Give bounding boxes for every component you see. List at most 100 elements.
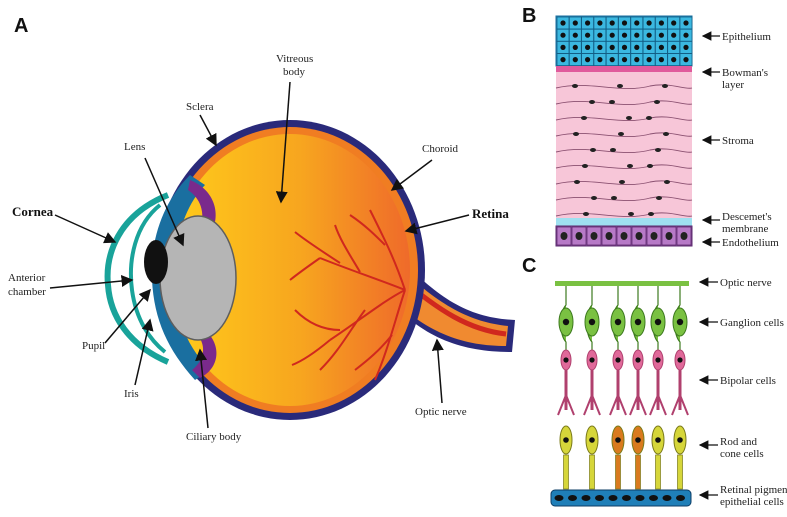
label-epithelium: Epithelium — [722, 31, 771, 43]
bipolar-dendrite — [629, 394, 647, 416]
keratocyte-nucleus — [572, 84, 578, 88]
keratocyte-nucleus — [581, 116, 587, 120]
cell-nucleus — [563, 437, 569, 443]
rpe-nucleus — [662, 495, 672, 501]
cell-nucleus — [575, 232, 583, 240]
cell-nucleus — [572, 20, 578, 26]
keratocyte-nucleus — [648, 212, 654, 216]
cell-nucleus — [572, 32, 578, 38]
label-lens: Lens — [124, 141, 145, 153]
stroma-layer — [556, 72, 692, 220]
label-ganglion: Ganglion cells — [720, 317, 784, 329]
retinal-vessels — [289, 209, 406, 381]
cell-nucleus — [562, 318, 570, 326]
panel-c-label: C — [522, 255, 536, 277]
rpe-nucleus — [581, 495, 591, 501]
vitreous-body — [170, 134, 410, 406]
cell-nucleus — [683, 44, 689, 51]
stroma-cells — [555, 84, 693, 217]
cell-nucleus — [683, 20, 689, 26]
bipolar-dendrite — [609, 394, 627, 416]
label-iris: Iris — [124, 388, 139, 400]
cell-nucleus — [605, 232, 613, 240]
label-cornea: Cornea — [12, 204, 54, 219]
rpe-nucleus — [649, 495, 658, 501]
label-anterior-2: chamber — [8, 286, 46, 298]
keratocyte-nucleus — [655, 148, 661, 152]
keratocyte-nucleus — [589, 100, 595, 104]
cell-nucleus — [658, 57, 665, 63]
cell-nucleus — [665, 232, 673, 240]
cell-nucleus — [621, 44, 628, 51]
cell-nucleus — [671, 20, 677, 26]
label-choroid: Choroid — [422, 143, 459, 155]
keratocyte-nucleus — [583, 212, 589, 216]
cell-nucleus — [609, 57, 615, 63]
cell-nucleus — [597, 57, 603, 63]
label-rpe-1: Retinal pigment — [720, 484, 787, 496]
cell-nucleus — [658, 20, 665, 26]
cell-nucleus — [563, 357, 569, 363]
photoreceptor-segment — [655, 454, 661, 490]
keratocyte-nucleus — [611, 196, 617, 200]
cell-nucleus — [614, 318, 622, 326]
retina-cells — [557, 286, 689, 490]
keratocyte-nucleus — [663, 132, 669, 136]
rpe-nucleus — [568, 495, 577, 501]
label-retina: Retina — [472, 206, 509, 221]
photoreceptor-segment — [615, 454, 621, 490]
keratocyte-nucleus — [628, 212, 634, 216]
label-anterior-1: Anterior — [8, 272, 46, 284]
bipolar-dendrite — [583, 394, 601, 416]
keratocyte-nucleus — [619, 180, 625, 184]
cell-nucleus — [597, 20, 603, 26]
label-vitreous-1: Vitreous — [276, 53, 313, 65]
cell-nucleus — [634, 57, 640, 63]
cell-nucleus — [658, 32, 665, 38]
stroma-fiber — [555, 180, 693, 185]
cell-nucleus — [635, 437, 641, 443]
photoreceptor-segment — [563, 454, 569, 490]
cell-nucleus — [560, 57, 566, 63]
stroma-fiber — [555, 196, 693, 201]
label-optic-nerve-a: Optic nerve — [415, 406, 467, 418]
rpe-nucleus — [635, 495, 645, 501]
rpe-nucleus — [595, 495, 604, 501]
rpe-layer — [550, 489, 692, 507]
label-descemet-2: membrane — [722, 223, 769, 235]
cell-nucleus — [654, 318, 662, 326]
keratocyte-nucleus — [590, 148, 596, 152]
cell-nucleus — [560, 232, 568, 240]
keratocyte-nucleus — [626, 116, 632, 120]
keratocyte-nucleus — [647, 164, 653, 168]
stroma-fiber — [555, 132, 693, 137]
label-rpe-2: epithelial cells — [720, 496, 784, 508]
label-pupil: Pupil — [82, 340, 105, 352]
cell-nucleus — [609, 20, 615, 26]
panel-b-label: B — [522, 5, 536, 27]
cell-nucleus — [560, 32, 566, 38]
cell-nucleus — [655, 357, 661, 363]
cell-nucleus — [680, 232, 688, 240]
label-rod-1: Rod and — [720, 436, 757, 448]
stroma-fiber — [555, 148, 693, 153]
cell-nucleus — [597, 44, 603, 51]
cell-nucleus — [615, 357, 621, 363]
cell-nucleus — [634, 20, 640, 26]
label-rod-2: cone cells — [720, 448, 764, 460]
cell-nucleus — [560, 20, 566, 26]
cell-nucleus — [572, 44, 578, 51]
label-endothelium: Endothelium — [722, 237, 779, 249]
epithelium-cells — [556, 16, 693, 66]
keratocyte-nucleus — [609, 100, 615, 104]
cell-nucleus — [588, 318, 596, 326]
eyeball — [104, 120, 515, 420]
bowman-layer — [556, 66, 692, 72]
photoreceptor-segment — [635, 454, 641, 490]
keratocyte-nucleus — [664, 180, 670, 184]
rpe-cells — [554, 495, 685, 501]
rpe-nucleus — [676, 495, 685, 501]
cell-nucleus — [620, 232, 628, 240]
cell-nucleus — [589, 357, 595, 363]
